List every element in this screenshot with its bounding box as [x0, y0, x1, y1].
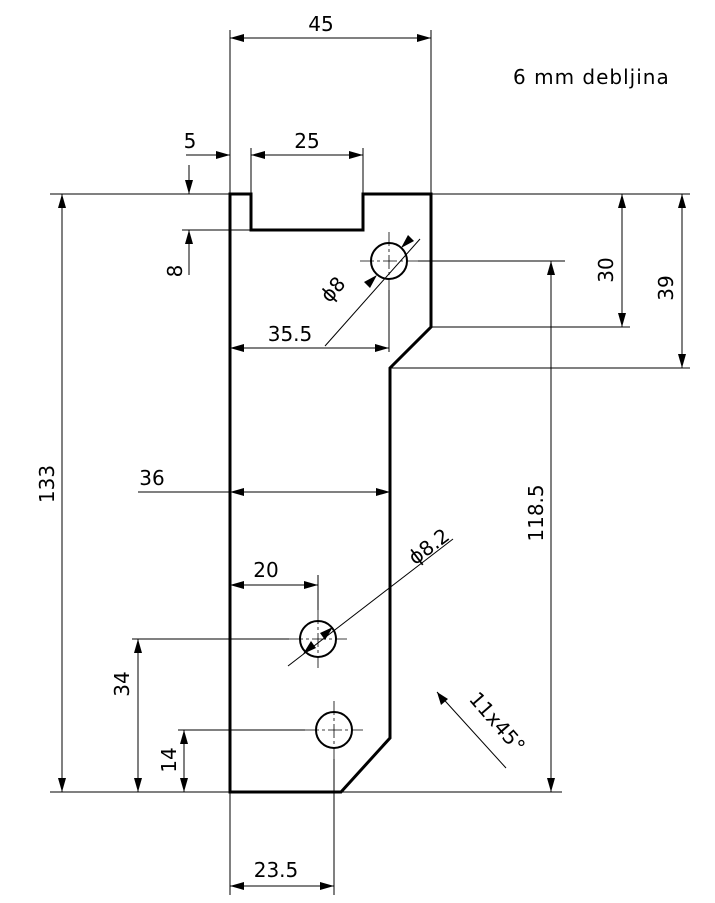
- dim-chamfer-top-y: 30: [594, 257, 618, 282]
- note-thickness: 6 mm debljina: [513, 65, 670, 89]
- dim-step-y: 39: [654, 275, 678, 300]
- dim-width-top: 45: [308, 12, 333, 36]
- dim-hole-mid-y: 34: [110, 671, 134, 696]
- center-lines: [289, 232, 418, 759]
- dim-narrow-width: 36: [139, 466, 164, 490]
- dim-total-height: 133: [35, 465, 59, 503]
- dim-hole-bottom-x: 23.5: [254, 858, 299, 882]
- dim-hole-bottom-y: 14: [157, 747, 181, 772]
- dim-hole-mid-x: 20: [253, 558, 278, 582]
- dim-hole-mid-diameter: ϕ8.2: [404, 523, 454, 569]
- dim-slot-depth: 8: [163, 265, 187, 278]
- dim-chamfer-bottom: 11x45°: [464, 687, 530, 758]
- arrowheads: [58, 34, 686, 890]
- dim-hole-top-x: 35.5: [268, 322, 313, 346]
- dim-hole-top-diameter: ϕ8: [315, 272, 350, 307]
- dim-slot-offset: 5: [184, 129, 197, 153]
- dim-slot-width: 25: [294, 129, 319, 153]
- extension-lines: [50, 30, 690, 895]
- dim-hole-top-y: 118.5: [524, 484, 548, 541]
